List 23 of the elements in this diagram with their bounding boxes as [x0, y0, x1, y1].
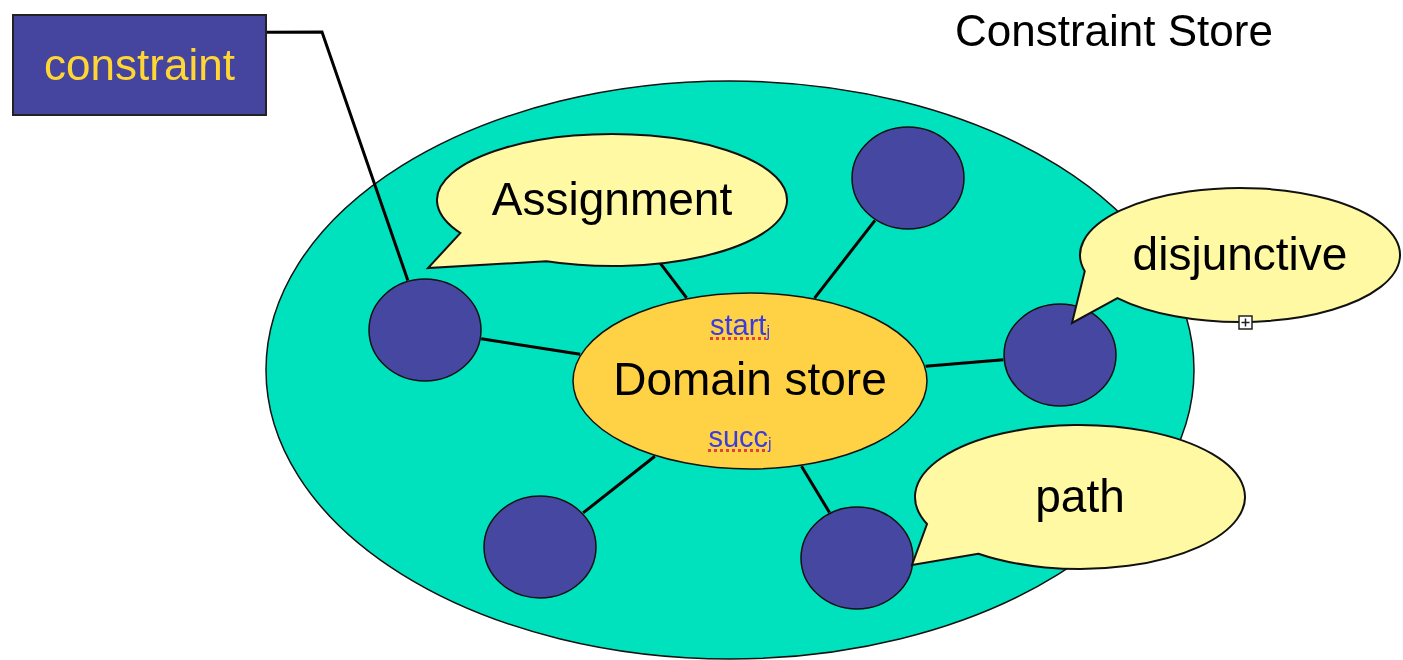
circle-node — [851, 126, 965, 230]
connector-line — [582, 455, 656, 515]
circle-node — [1003, 303, 1117, 407]
leader-line — [267, 30, 410, 281]
domain-ellipse — [572, 292, 928, 470]
label-box — [12, 14, 267, 116]
connector-line — [480, 337, 581, 356]
connector-line — [813, 219, 877, 299]
speech-bubble — [424, 133, 788, 271]
node-label: constraint — [44, 38, 235, 91]
circle-node — [368, 278, 482, 382]
bubble-label: path — [1035, 469, 1125, 525]
circle-node — [483, 495, 597, 599]
speech-bubble — [908, 423, 1248, 573]
connector-line — [800, 465, 831, 514]
connector-line — [659, 262, 688, 299]
connector-line — [925, 358, 1004, 368]
node-label: Domain store — [613, 352, 887, 408]
bubble-label: disjunctive — [1132, 227, 1348, 283]
heading: Constraint Store — [955, 6, 1273, 56]
bubble-label: Assignment — [491, 172, 733, 228]
speech-bubble — [1068, 186, 1402, 326]
circle-node — [800, 506, 914, 610]
